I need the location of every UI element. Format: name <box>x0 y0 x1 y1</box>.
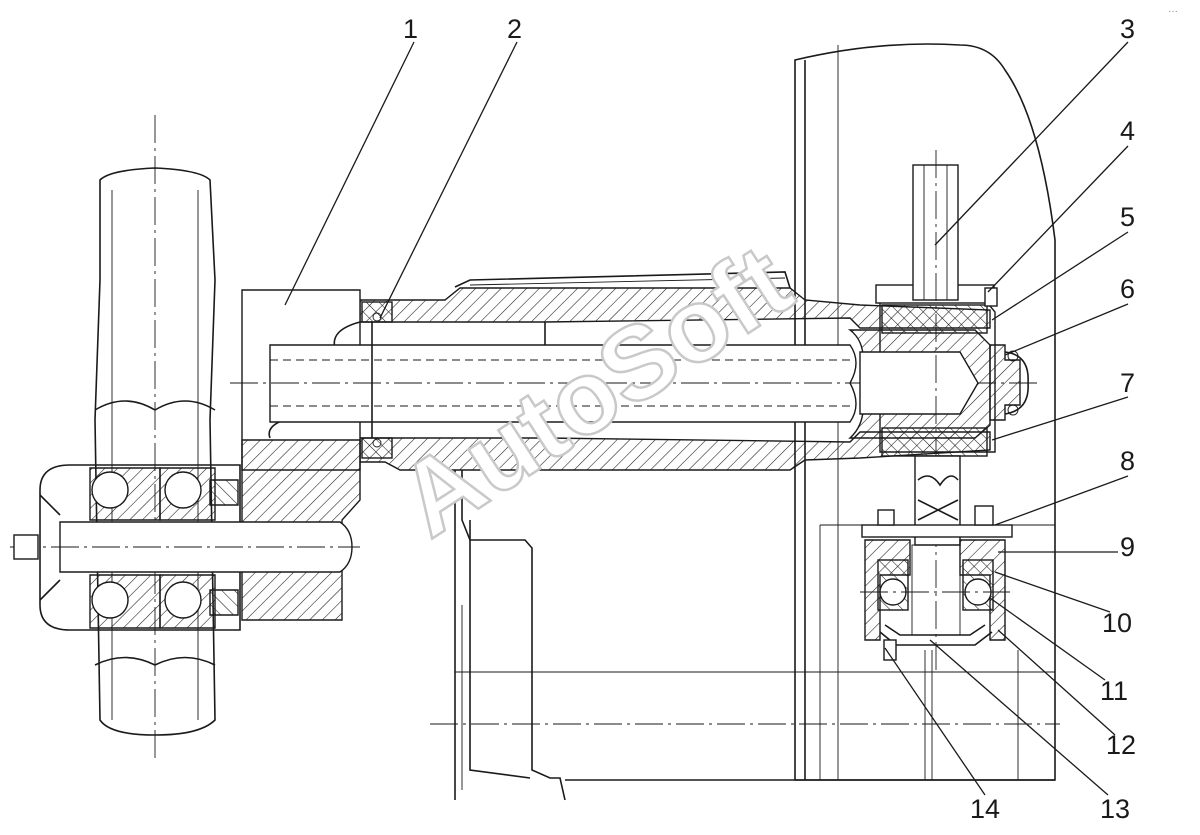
callout-2: 2 <box>507 14 522 44</box>
leader-lines <box>284 41 1129 796</box>
callout-6: 6 <box>1120 274 1135 304</box>
gear-head <box>847 150 1029 670</box>
callout-labels: 1 2 3 4 5 6 7 8 9 10 11 12 13 14 <box>403 14 1136 824</box>
callout-11: 11 <box>1100 676 1128 706</box>
callout-7: 7 <box>1120 368 1135 398</box>
bearing-housing <box>860 505 1013 661</box>
wheel <box>10 115 360 760</box>
axle-tube <box>230 271 1040 621</box>
callout-5: 5 <box>1120 202 1135 232</box>
callout-8: 8 <box>1120 446 1135 476</box>
callout-13: 13 <box>1100 794 1130 824</box>
callout-12: 12 <box>1106 730 1136 760</box>
callout-1: 1 <box>403 14 418 44</box>
callout-9: 9 <box>1120 532 1135 562</box>
callout-4: 4 <box>1120 116 1135 146</box>
callout-10: 10 <box>1102 608 1132 638</box>
corner-mark: ··· <box>1168 6 1178 17</box>
callout-3: 3 <box>1120 14 1135 44</box>
lower-channel <box>430 470 1060 801</box>
callout-14: 14 <box>970 794 1000 824</box>
